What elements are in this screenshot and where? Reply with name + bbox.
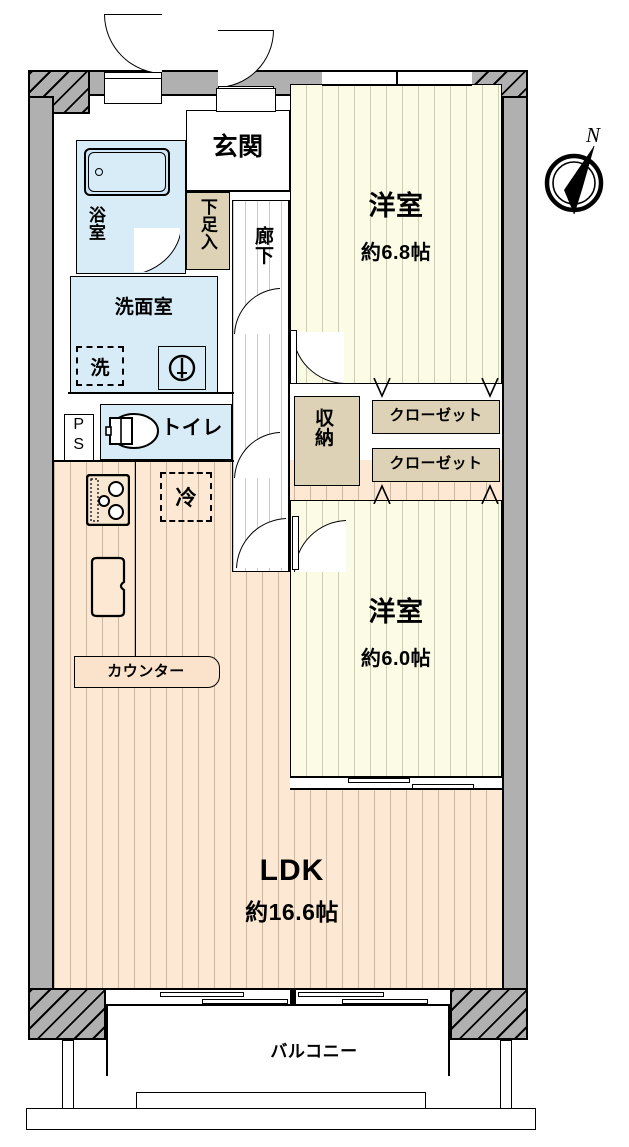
shoe-cabinet-label: 下足入 (197, 198, 217, 251)
ldk-size: 約16.6帖 (245, 899, 339, 925)
ldk-window-sash-3[interactable] (298, 992, 384, 997)
pipe-shaft-line1: P (73, 416, 85, 433)
room-bedroom-2-floor (290, 500, 502, 780)
room-balcony (106, 1006, 450, 1076)
vanity-unit (158, 346, 206, 390)
ldk-window-sash-1[interactable] (160, 992, 244, 997)
bedroom-2-door-swing (294, 520, 346, 572)
room-hallway (232, 200, 290, 572)
closet-upper-label: クローゼット (389, 407, 483, 424)
closet-lower-label: クローゼット (389, 455, 483, 472)
wall-corner-bottom-left (28, 988, 106, 1040)
balcony-label: バルコニー (270, 1042, 358, 1061)
closet-upper[interactable] (372, 400, 500, 434)
partition-kitchen-bath (68, 392, 234, 394)
fridge-placeholder: 冷 (160, 472, 212, 522)
bedroom-1-door-leaf[interactable] (290, 330, 297, 384)
washroom-label: 洗面室 (114, 297, 174, 318)
partition-hall-right (288, 200, 290, 572)
balcony-post-left (62, 1040, 74, 1110)
hallway-door-to-storage-swing (234, 432, 280, 478)
partition-entry-bottom (186, 190, 290, 192)
hallway-label: 廊下 (251, 226, 273, 265)
bedroom-1-size: 約6.8帖 (360, 242, 432, 264)
bedroom-2-size: 約6.0帖 (360, 648, 432, 670)
kitchen-sink-icon (88, 556, 128, 618)
ldk-window-sash-2[interactable] (202, 999, 288, 1004)
kitchen-counter (74, 656, 220, 688)
toilet-icon (104, 408, 160, 454)
storage-closet-main-label: 収納 (311, 408, 333, 447)
hallway-door-to-bedroom1-swing (234, 288, 280, 334)
pipe-shaft-line2: S (73, 436, 85, 453)
room-entrance (186, 110, 290, 192)
meter-box-right (216, 88, 276, 112)
toilet-label: トイレ (161, 417, 223, 439)
balcony-rail-base (26, 1108, 536, 1130)
ldk-balcony-window-mullion (290, 988, 296, 1006)
bedroom-2-sliding-sash-left[interactable] (348, 778, 410, 783)
entry-door-right-swing (218, 30, 274, 86)
bedroom-1-door-swing (292, 332, 344, 384)
wall-corner-bottom-right (450, 988, 528, 1040)
washer-label: 洗 (90, 357, 110, 379)
bath-label: 浴室 (85, 206, 105, 241)
bedroom-1-window-mullion (396, 70, 398, 86)
bedroom-2-door-leaf[interactable] (292, 516, 299, 570)
entrance-label: 玄関 (212, 133, 264, 161)
partition-ldk-top (54, 460, 234, 462)
closet-upper-arrows (372, 377, 500, 400)
closet-lower-arrows (372, 482, 500, 505)
balcony-post-right (500, 1040, 512, 1110)
bedroom-1-name: 洋室 (368, 191, 424, 221)
washbasin-icon (166, 352, 198, 384)
stove-icon (85, 473, 131, 527)
exterior-wall-right (502, 96, 528, 1000)
compass-north-label: N (586, 123, 601, 147)
ldk-window-sash-4[interactable] (342, 999, 428, 1004)
kitchen-counter-strip (80, 462, 136, 658)
entry-door-left-swing (104, 14, 162, 72)
shoe-cabinet[interactable] (186, 192, 230, 270)
meter-box-left (104, 78, 162, 104)
fridge-label: 冷 (175, 487, 197, 510)
ldk-name: LDK (259, 854, 325, 887)
exterior-wall-left (28, 96, 54, 1000)
kitchen-counter-label: カウンター (107, 663, 185, 680)
washer-placeholder: 洗 (76, 346, 124, 386)
storage-closet-main[interactable] (294, 396, 360, 486)
bathtub-drain-icon (95, 168, 103, 176)
closet-lower[interactable] (372, 448, 500, 482)
compass-rose: N (536, 124, 616, 220)
hallway-door-to-ldk-swing (236, 518, 286, 568)
bath-door-swing (134, 228, 180, 272)
bedroom-2-sliding-sash-right[interactable] (412, 784, 474, 789)
bedroom-2-name: 洋室 (368, 597, 424, 627)
